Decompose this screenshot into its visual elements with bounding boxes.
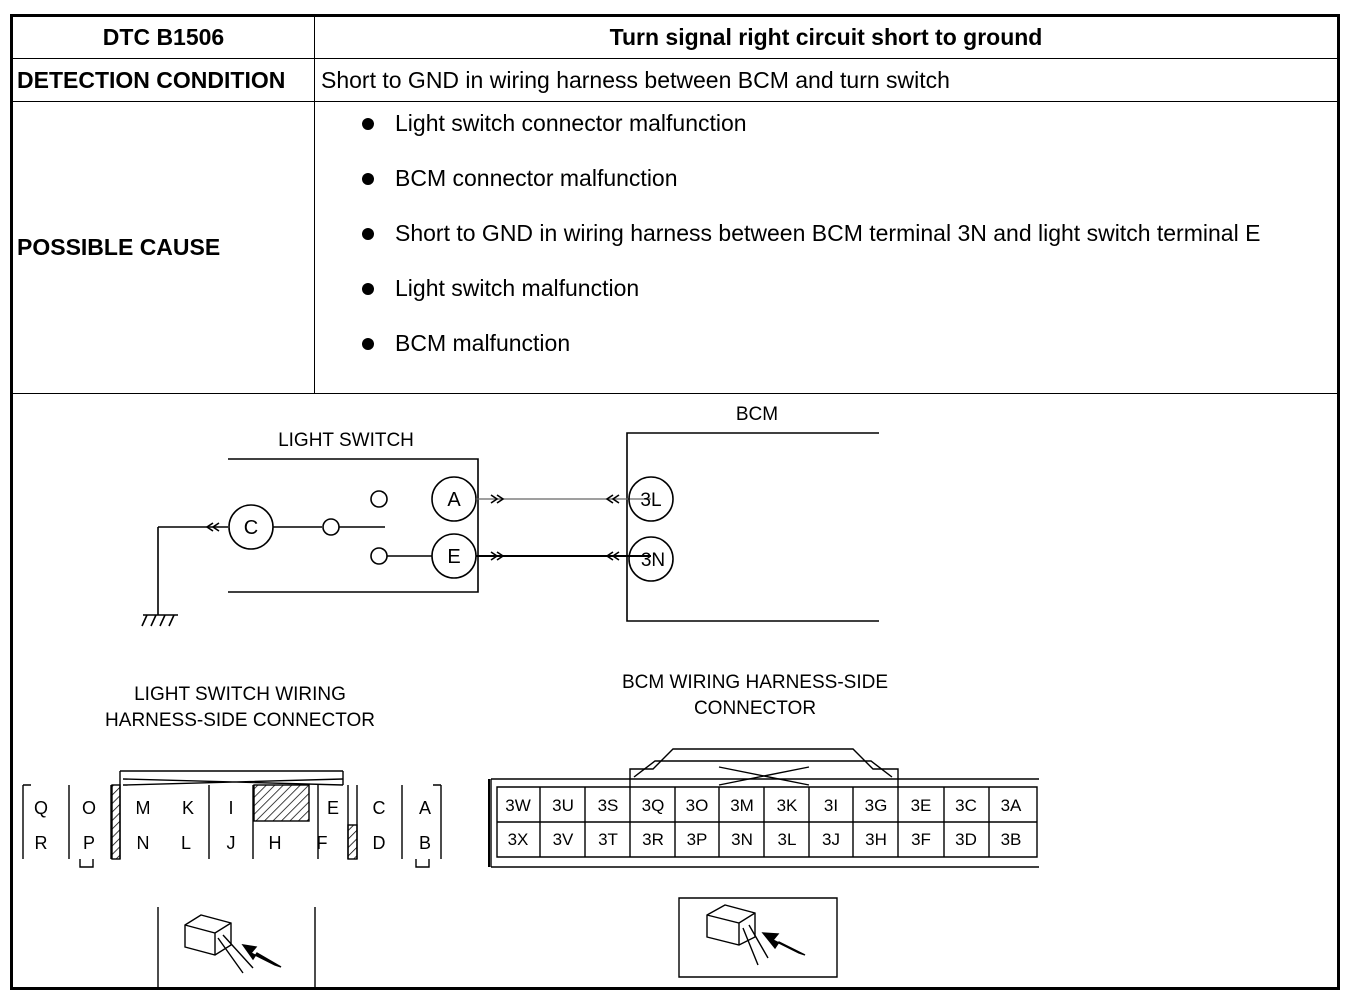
light-switch-connector (22, 770, 442, 868)
ground-icon (141, 614, 175, 627)
connector-pin: Q (34, 798, 48, 818)
terminal-3l (628, 476, 674, 522)
wiring-diagram-svg: LIGHT SWITCH BCM C A E 3L 3N LIGHT SWITC… (22, 404, 1039, 987)
terminal-3l-label: 3L (640, 490, 661, 511)
connector-pin: 3H (865, 830, 887, 849)
connector-pin: 3M (730, 796, 754, 815)
bullet-icon (362, 338, 374, 350)
connector-pin: C (373, 798, 386, 818)
connector-pin: M (136, 798, 151, 818)
header-row: DTC B1506 Turn signal right circuit shor… (13, 17, 1337, 59)
connector-pin: 3U (552, 796, 574, 815)
connector-pin: 3P (687, 830, 708, 849)
bullet-icon (362, 228, 374, 240)
possible-cause-row: POSSIBLE CAUSE Light switch connector ma… (13, 102, 1337, 394)
connector-pin: O (82, 798, 96, 818)
dtc-table: DTC B1506 Turn signal right circuit shor… (10, 14, 1340, 990)
bcm-body (626, 432, 879, 622)
connector-pin: 3E (911, 796, 932, 815)
connector-pin: 3F (911, 830, 931, 849)
connector-pin: 3L (778, 830, 797, 849)
connector-pin: 3C (955, 796, 977, 815)
connector-pin: I (228, 798, 233, 818)
connector-pin: F (317, 833, 328, 853)
bullet-icon (362, 118, 374, 130)
detection-row: DETECTION CONDITION Short to GND in wiri… (13, 59, 1337, 102)
connector-pin: 3W (505, 796, 531, 815)
light-connector-view-icon (157, 907, 316, 987)
light-connector-title-1: LIGHT SWITCH WIRING (134, 684, 346, 705)
connector-pin: 3S (598, 796, 619, 815)
possible-cause-list: Light switch connector malfunction BCM c… (360, 108, 1317, 383)
connector-pin: J (227, 833, 236, 853)
connector-pin: 3I (824, 796, 838, 815)
connector-pin: E (327, 798, 339, 818)
dtc-title: Turn signal right circuit short to groun… (609, 24, 1043, 50)
connector-pin: 3G (865, 796, 888, 815)
list-item: Light switch connector malfunction (360, 108, 1317, 138)
connector-pin: B (419, 833, 431, 853)
connector-pin: H (269, 833, 282, 853)
connector-pin: 3N (731, 830, 753, 849)
list-item: Short to GND in wiring harness between B… (360, 218, 1317, 248)
terminal-3n (628, 536, 674, 582)
bcm-connector-title-2: CONNECTOR (694, 698, 816, 719)
terminal-3n-label: 3N (641, 550, 665, 571)
connector-pin: K (182, 798, 194, 818)
bcm-connector-title-1: BCM WIRING HARNESS-SIDE (622, 672, 888, 693)
bcm-pins-top: 3W 3U 3S 3Q 3O 3M 3K 3I 3G 3E 3C 3A (505, 796, 1022, 815)
connector-pin: 3V (553, 830, 574, 849)
connector-pin: 3A (1001, 796, 1022, 815)
possible-cause-label: POSSIBLE CAUSE (17, 234, 221, 260)
connector-pin: N (137, 833, 150, 853)
connector-pin: 3Q (642, 796, 665, 815)
connector-pin: 3B (1001, 830, 1022, 849)
connector-pin: L (181, 833, 191, 853)
terminal-e-label: E (447, 546, 460, 568)
connector-pin: P (83, 833, 95, 853)
light-connector-title-2: HARNESS-SIDE CONNECTOR (105, 710, 375, 731)
bcm-connector (488, 748, 1039, 868)
connector-pin: 3T (598, 830, 618, 849)
connector-pin: 3J (822, 830, 840, 849)
list-item: Light switch malfunction (360, 273, 1317, 303)
bcm-label: BCM (736, 404, 778, 425)
wiring-diagram: LIGHT SWITCH BCM C A E 3L 3N LIGHT SWITC… (13, 393, 1337, 987)
list-item: BCM connector malfunction (360, 163, 1317, 193)
terminal-a-label: A (447, 489, 461, 511)
light-switch-body (228, 458, 479, 593)
connector-pin: R (35, 833, 48, 853)
connector-pin: D (373, 833, 386, 853)
bcm-connector-view-icon (678, 897, 838, 978)
detection-label: DETECTION CONDITION (17, 66, 286, 93)
light-switch-label: LIGHT SWITCH (278, 430, 414, 451)
connector-pin: 3K (777, 796, 798, 815)
bullet-icon (362, 283, 374, 295)
connector-pin: 3D (955, 830, 977, 849)
connector-pin: 3R (642, 830, 664, 849)
dtc-code: DTC B1506 (102, 24, 225, 50)
detection-text: Short to GND in wiring harness between B… (321, 66, 950, 93)
connector-pin: A (419, 798, 431, 818)
terminal-c-label: C (244, 517, 258, 539)
list-item: BCM malfunction (360, 328, 1317, 358)
bullet-icon (362, 173, 374, 185)
connector-pin: 3X (508, 830, 529, 849)
bcm-pins-bottom: 3X 3V 3T 3R 3P 3N 3L 3J 3H 3F 3D 3B (508, 830, 1022, 849)
connector-pin: 3O (686, 796, 709, 815)
